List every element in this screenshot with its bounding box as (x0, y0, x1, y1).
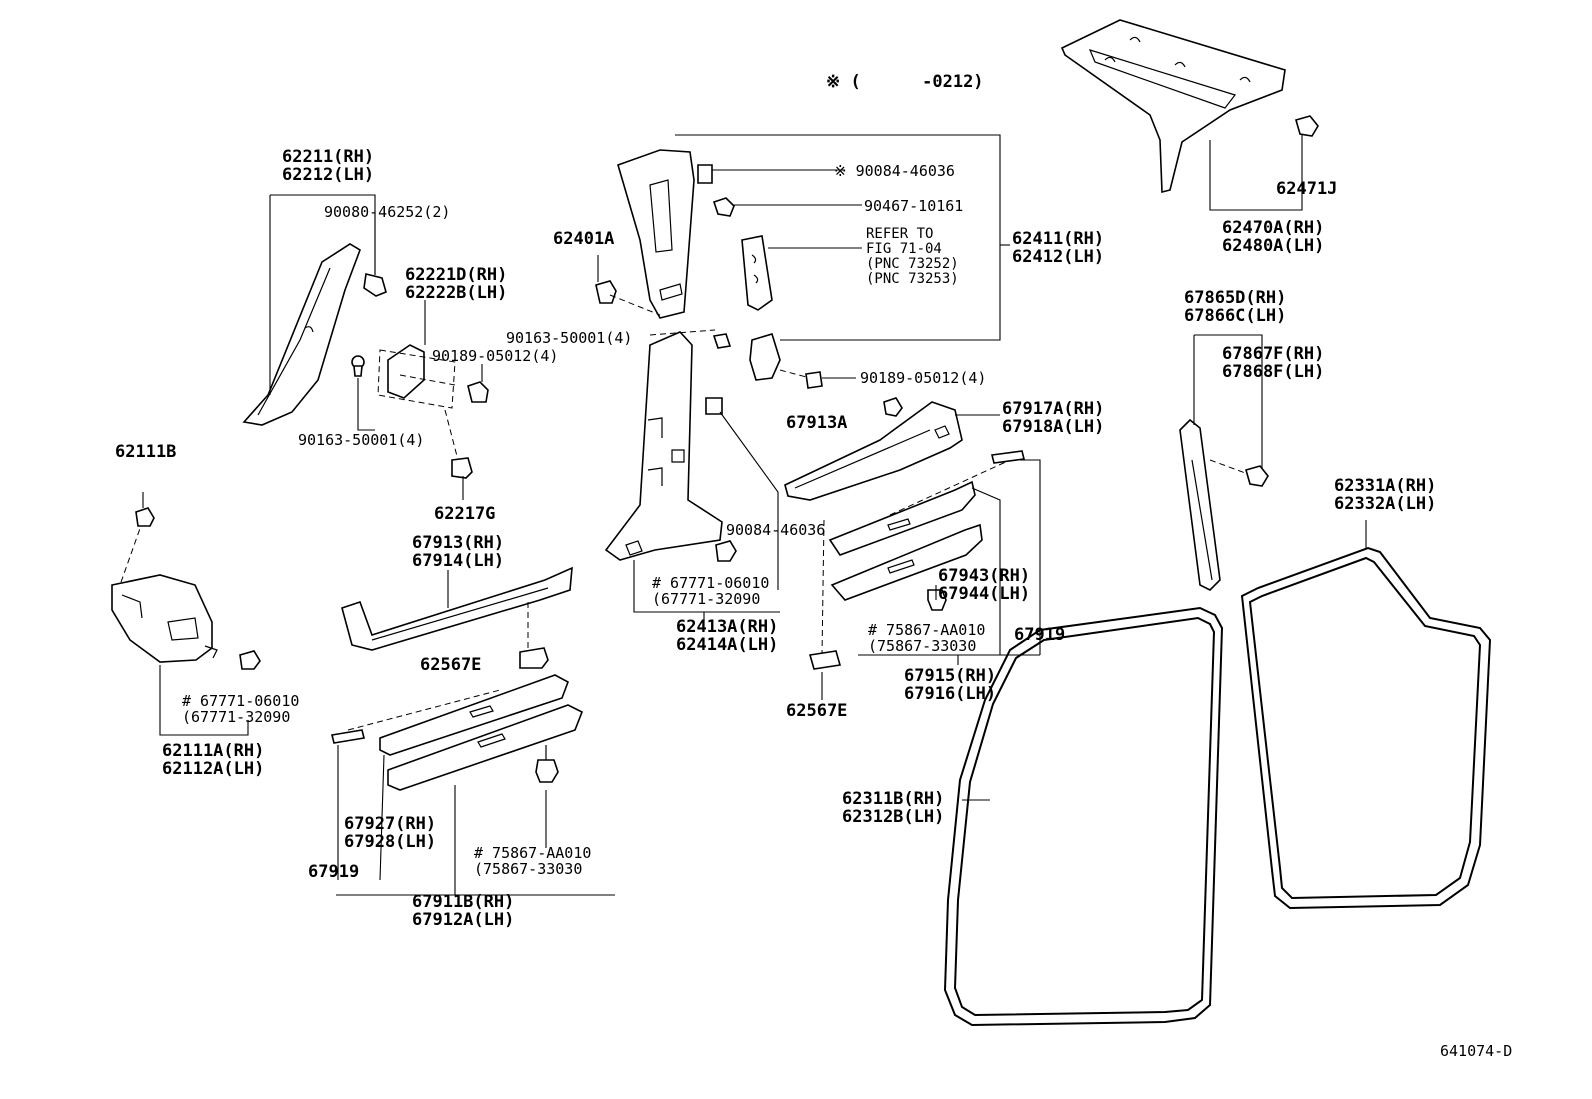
label-67919-mid: 67919 (1014, 625, 1066, 645)
rear-sill-plates (828, 480, 983, 601)
center-pillar-lower-garnish (604, 331, 723, 561)
figure-id: 641074-D (1440, 1042, 1513, 1060)
label-75867-left: # 75867-AA010 (75867-33030 (474, 844, 592, 878)
label-67915: 67915(RH) 67916(LH) (904, 666, 997, 704)
front-door-weatherstrip (943, 606, 1224, 1027)
applicability-note: ※ ( -0212) (826, 72, 984, 92)
label-62111a: 62111A(RH) 62112A(LH) (162, 741, 265, 779)
label-62311: 62311B(RH) 62312B(LH) (842, 789, 945, 827)
rear-scuff-plate (784, 401, 963, 501)
screw-90163-left (351, 355, 365, 377)
label-90189-left: 90189-05012(4) (432, 347, 559, 365)
label-67913a: 67913A (786, 413, 848, 433)
label-62413: 62413A(RH) 62414A(LH) (676, 617, 779, 655)
label-67943: 67943(RH) 67944(LH) (938, 566, 1031, 604)
label-67911: 67911B(RH) 67912A(LH) (412, 892, 515, 930)
quarter-trim-67865 (1179, 418, 1221, 591)
label-62567e-left: 62567E (420, 655, 482, 675)
label-67927: 67927(RH) 67928(LH) (344, 814, 437, 852)
label-62567e-mid: 62567E (786, 701, 848, 721)
label-90084-mid: 90084-46036 (726, 521, 826, 539)
label-90084-top: ※ 90084-46036 (834, 162, 955, 180)
roof-side-inner-garnish (1060, 19, 1286, 194)
a-pillar-garnish (242, 243, 361, 426)
label-90080: 90080-46252(2) (324, 203, 451, 221)
label-67865: 67865D(RH) 67866C(LH) (1184, 288, 1287, 326)
label-67919-left: 67919 (308, 862, 360, 882)
label-62401a: 62401A (553, 229, 615, 249)
label-62217g: 62217G (434, 504, 496, 524)
cowl-side-trim (111, 574, 218, 663)
center-pillar-upper-garnish (617, 149, 695, 319)
bracket-62221 (377, 344, 456, 409)
label-67771-mid: # 67771-06010 (67771-32090 (652, 574, 770, 608)
clip-62111b (135, 507, 155, 527)
label-67771-left: # 67771-06010 (67771-32090 (182, 692, 300, 726)
label-62111b: 62111B (115, 442, 177, 462)
label-refer-fig: REFER TO FIG 71-04 (PNC 73252) (PNC 7325… (866, 226, 959, 287)
label-62470: 62470A(RH) 62480A(LH) (1222, 218, 1325, 256)
label-90189-mid: 90189-05012(4) (860, 369, 987, 387)
label-90467: 90467-10161 (864, 197, 964, 215)
label-90163-mid: 90163-50001(4) (506, 329, 633, 347)
label-67913: 67913(RH) 67914(LH) (412, 533, 505, 571)
label-62211: 62211(RH) 62212(LH) (282, 147, 375, 185)
label-67917: 67917A(RH) 67918A(LH) (1002, 399, 1105, 437)
label-62221: 62221D(RH) 62222B(LH) (405, 265, 508, 303)
label-90163-left: 90163-50001(4) (298, 431, 425, 449)
door-sill-plates (379, 674, 584, 791)
label-67867: 67867F(RH) 67868F(LH) (1222, 344, 1325, 382)
label-62471j: 62471J (1276, 179, 1338, 199)
label-75867-mid: # 75867-AA010 (75867-33030 (868, 621, 986, 655)
front-scuff-plate (341, 566, 573, 651)
label-62331: 62331A(RH) 62332A(LH) (1334, 476, 1437, 514)
clip-67771-left (239, 650, 261, 670)
rear-door-weatherstrip (1240, 546, 1492, 910)
clip-75867-left (535, 745, 559, 783)
label-62411: 62411(RH) 62412(LH) (1012, 229, 1105, 267)
